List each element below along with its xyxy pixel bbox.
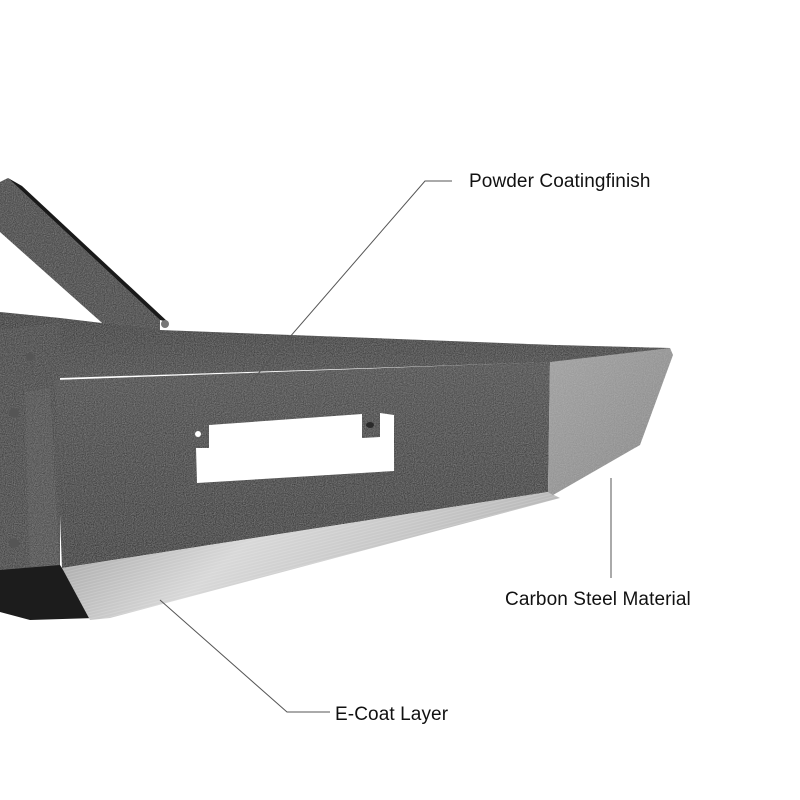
mount-cutout [196, 413, 394, 483]
callout-label-e-coat: E-Coat Layer [335, 704, 449, 725]
bumper-end-cap [548, 348, 673, 495]
bumper-front-face [55, 362, 550, 568]
leader-line-ecoat [159, 599, 330, 713]
bolt-icon [9, 408, 19, 418]
bumper-lower-strip [62, 492, 560, 620]
callout-leader-lines [159, 180, 612, 713]
upright-support-bar [0, 178, 169, 330]
bolt-icon [26, 353, 34, 361]
callout-label-carbon-steel: Carbon Steel Material [505, 589, 691, 610]
left-mount-bracket [0, 322, 95, 620]
bumper-top-surface [0, 312, 670, 378]
callout-label-powder-coating: Powder Coatingfinish [469, 171, 651, 192]
leader-line-powder [249, 180, 452, 384]
bolt-icon [9, 538, 19, 548]
